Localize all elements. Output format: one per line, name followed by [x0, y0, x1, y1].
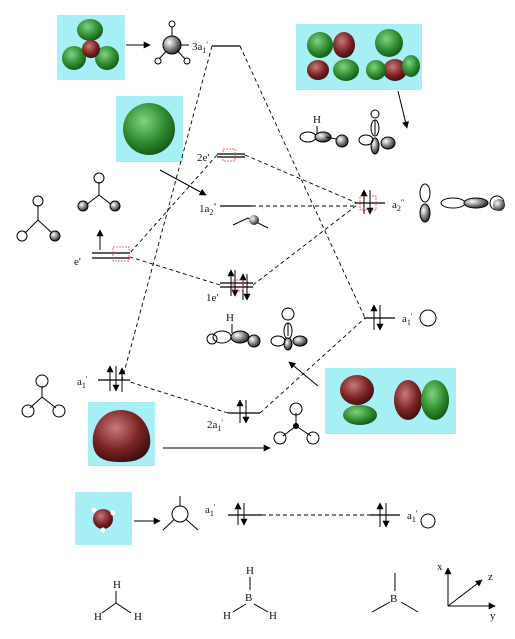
ch3-h-left: H [94, 611, 102, 623]
level-2e: 2e' [197, 148, 245, 164]
orbital-panel-2a1 [88, 402, 155, 466]
axis-z-label: z [488, 571, 493, 583]
right-level-a2pp: a2" [355, 183, 505, 223]
ch3-h-top: H [113, 579, 121, 591]
bh3-h-left: H [223, 610, 231, 622]
molecule-bh3: H B H H [223, 565, 277, 622]
left-label-e: e' [74, 256, 81, 268]
axis-x-label: x [437, 561, 443, 573]
right-label-a1: a1' [402, 312, 413, 327]
sketch-left-a1 [21, 374, 66, 418]
orbital-panel-core [75, 492, 132, 545]
bh3-b: B [245, 592, 252, 604]
ch3-h-right: H [134, 611, 142, 623]
orbital-panel-1e [325, 368, 456, 434]
left-level-e: e' [74, 229, 130, 268]
right-level-core: a1' [370, 502, 436, 529]
correlation-lines [121, 45, 370, 516]
right-level-a1: a1' [364, 304, 437, 331]
orbital-panel-3a1 [57, 15, 125, 80]
level-core-center: a1' [205, 502, 262, 526]
level-3a1: 3a1' [192, 40, 240, 55]
label-2a1: 2a1' [207, 418, 223, 433]
sketch-a2pp-h-orbitals: H [299, 109, 396, 155]
right-label-a2pp: a2" [392, 198, 404, 213]
coordinate-axes: x z y [437, 561, 496, 622]
level-1e: 1e' [206, 269, 253, 304]
left-label-a1: a1' [77, 375, 88, 390]
sketch-1e-orbitals: H [206, 307, 308, 351]
label-1a2pp: 1a2" [199, 202, 217, 217]
arrow-a2pp-panel [397, 90, 409, 129]
label-3a1: 3a1' [192, 40, 208, 55]
svg-text:H: H [313, 114, 321, 126]
molecule-b-fragment: B [371, 573, 419, 613]
arrow-2e-panel [159, 169, 207, 196]
bh3-h-right: H [269, 610, 277, 622]
sketch-3a1 [154, 20, 191, 65]
label-1e: 1e' [206, 292, 218, 304]
b-fragment-b: B [390, 593, 397, 605]
svg-text:H: H [226, 312, 234, 324]
orbital-panel-2e [116, 96, 183, 162]
sketch-left-e-orbitals [16, 172, 121, 242]
level-2a1: 2a1' [207, 399, 260, 433]
molecule-ch3: H H H [94, 579, 142, 623]
sketch-2a1 [273, 402, 320, 445]
axis-y-label: y [490, 610, 496, 622]
right-label-core: a1' [407, 509, 418, 524]
sketch-core [162, 496, 199, 531]
label-core-center: a1' [205, 503, 216, 518]
orbital-panel-a2pp [296, 24, 422, 90]
label-2e: 2e' [197, 152, 209, 164]
level-1a2pp: 1a2" [199, 202, 269, 229]
bh3-h-top: H [246, 565, 254, 577]
